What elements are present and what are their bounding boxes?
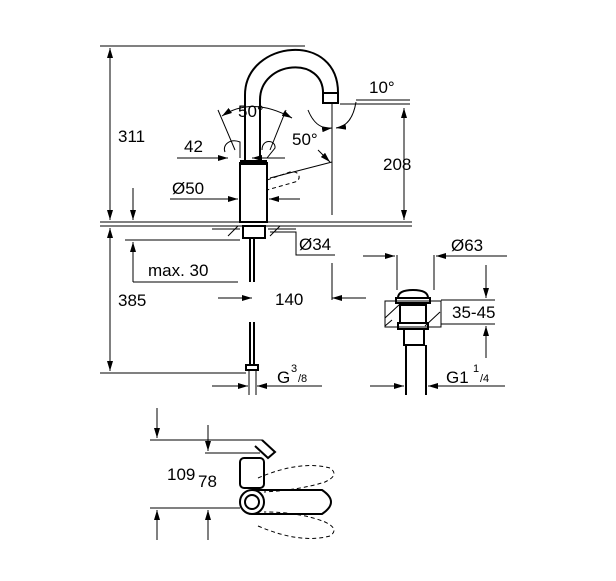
dim-311: 311 — [118, 127, 145, 146]
dim-140: 140 — [275, 290, 303, 309]
dim-thickness-range: 35-45 — [452, 303, 495, 322]
drain-thread-numerator: 1 — [473, 363, 479, 375]
thread-prefix: G — [277, 368, 290, 387]
dim-78: 78 — [198, 472, 217, 491]
dim-g114-thread: G1 1 /4 — [446, 363, 489, 387]
thread-denominator: /8 — [298, 373, 307, 385]
drain-thread-denominator: /4 — [480, 373, 489, 385]
dim-109: 109 — [167, 465, 195, 484]
dim-lever-angle-left: 50° — [238, 102, 264, 121]
drain-view: Ø63 35-45 G1 1 /4 — [363, 236, 507, 395]
dim-g38-thread: G 3 /8 — [277, 363, 307, 387]
thread-numerator: 3 — [291, 363, 297, 375]
dim-max-30: max. 30 — [148, 261, 208, 280]
drain-thread-prefix: G1 — [446, 368, 469, 387]
dim-42: 42 — [184, 137, 203, 156]
dim-drain-diameter: Ø63 — [451, 236, 483, 255]
dim-body-diameter: Ø50 — [172, 179, 204, 198]
dim-208: 208 — [383, 155, 411, 174]
dim-shank-diameter: Ø34 — [299, 235, 331, 254]
faucet-front-view: 311 385 42 Ø50 50° 50° 10° 208 Ø34 max. … — [100, 45, 412, 395]
dim-385: 385 — [118, 291, 146, 310]
dim-lever-angle-right: 50° — [292, 130, 318, 149]
side-view: 109 78 — [150, 408, 335, 540]
dim-spout-tilt: 10° — [369, 78, 395, 97]
